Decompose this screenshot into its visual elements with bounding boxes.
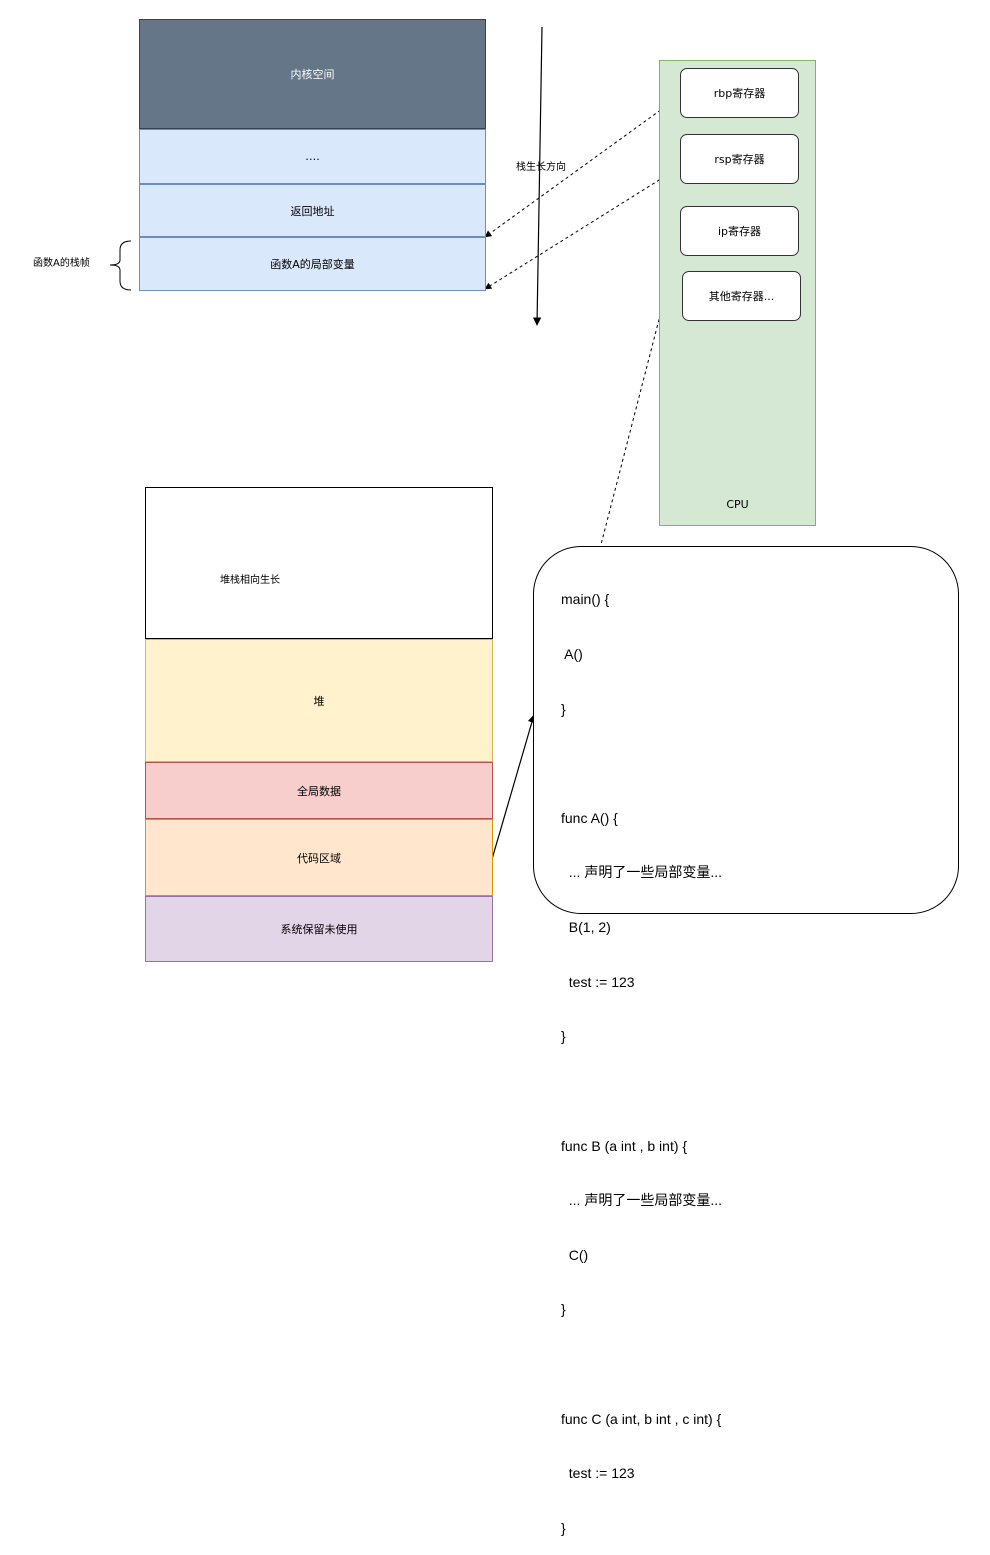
reserved-label: 系统保留未使用 [280, 923, 358, 936]
stack-growth-label: 栈生长方向 [516, 162, 566, 173]
local-vars-a-label: 函数A的局部变量 [270, 258, 355, 271]
code-line: C() [561, 1246, 589, 1263]
local-vars-a-block: 函数A的局部变量 [139, 237, 486, 291]
code-line: B(1, 2) [561, 919, 611, 936]
code-line: A() [561, 646, 583, 663]
global-data-block: 全局数据 [145, 762, 493, 819]
code-line: ... 声明了一些局部变量... [561, 864, 723, 881]
heap-label: 堆 [313, 694, 325, 708]
heap-stack-growth-label: 堆栈相向生长 [220, 575, 280, 586]
stack-dots-block: …. [139, 129, 486, 184]
stack-dots-label: …. [305, 150, 320, 163]
rbp-register-label: rbp寄存器 [713, 87, 766, 100]
ip-register: ip寄存器 [680, 206, 799, 256]
reserved-block: 系统保留未使用 [145, 896, 493, 962]
code-line: func C (a int, b int , c int) { [561, 1410, 722, 1427]
code-region-arrow [489, 714, 536, 867]
code-line [561, 1355, 722, 1373]
code-line: test := 123 [561, 973, 635, 990]
code-line: ... 声明了一些局部变量... [561, 1192, 723, 1209]
stack-growth-arrow [532, 26, 543, 326]
cpu-label: CPU [726, 497, 749, 511]
rsp-pointer-arrow [484, 166, 681, 290]
return-address-label: 返回地址 [290, 204, 335, 218]
code-line: } [561, 1519, 566, 1536]
rsp-register: rsp寄存器 [680, 134, 799, 184]
return-address-block: 返回地址 [139, 184, 486, 237]
rbp-pointer-arrow [484, 95, 681, 238]
code-line: func B (a int , b int) { [561, 1137, 688, 1154]
code-region-label: 代码区域 [297, 851, 341, 865]
frame-brace [109, 240, 132, 291]
kernel-space-label: 内核空间 [290, 68, 335, 81]
code-line [561, 754, 722, 772]
kernel-space-block: 内核空间 [139, 19, 486, 129]
code-line: } [561, 1028, 566, 1045]
frame-a-label: 函数A的栈帧 [33, 258, 90, 269]
rbp-register: rbp寄存器 [680, 68, 799, 118]
code-line: } [561, 1301, 566, 1318]
code-line: } [561, 700, 566, 717]
rsp-register-label: rsp寄存器 [714, 153, 765, 166]
code-listing-box [533, 546, 959, 914]
code-line [561, 1082, 722, 1100]
code-listing: main() { A() } func A() { ... 声明了一些局部变量.… [561, 554, 722, 1555]
code-line: func A() { [561, 809, 618, 826]
code-region-block: 代码区域 [145, 819, 493, 896]
heap-block: 堆 [145, 639, 493, 762]
code-line: test := 123 [561, 1465, 635, 1482]
other-registers-label: 其他寄存器... [708, 290, 775, 303]
free-space-block [145, 487, 493, 639]
global-data-label: 全局数据 [297, 784, 341, 798]
ip-register-label: ip寄存器 [717, 225, 762, 238]
other-registers: 其他寄存器... [682, 271, 801, 321]
code-line: main() { [561, 591, 610, 608]
